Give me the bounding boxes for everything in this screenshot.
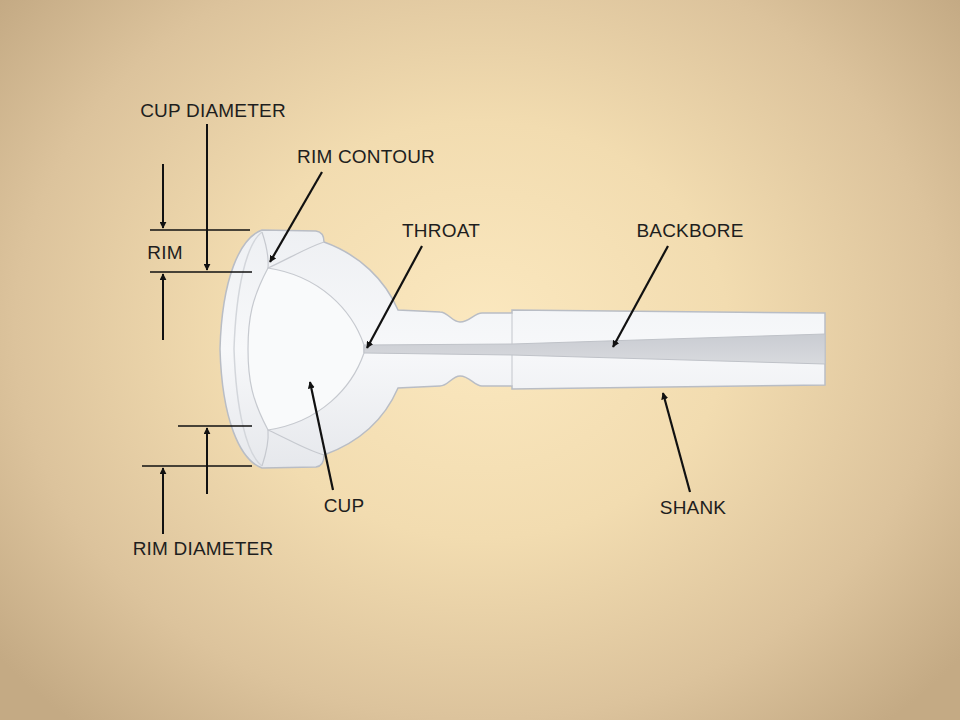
part-label: CUP DIAMETER [140,100,286,121]
part-label: CUP [324,495,365,516]
dimension-arrows [163,124,207,534]
part-label: RIM CONTOUR [297,146,435,167]
cup-interior [248,268,364,430]
label-holder: RIM [147,242,182,264]
part-label: RIM DIAMETER [133,538,274,559]
part-label: SHANK [660,497,726,518]
leader-arrows [270,172,690,492]
label-holder: RIM DIAMETER [133,538,274,560]
rim-contour-line [262,232,324,268]
label-holder: RIM CONTOUR [297,146,435,168]
dimension-lines [142,230,252,466]
label-holder: CUP [324,495,365,517]
label-holder: THROAT [402,220,480,242]
label-holder: BACKBORE [636,220,743,242]
part-label: RIM [147,242,182,263]
backbore [364,334,825,364]
rim-contour-line [262,430,324,466]
part-label: BACKBORE [636,220,743,241]
part-label: THROAT [402,220,480,241]
label-holder: SHANK [660,497,726,519]
mouthpiece-body [220,230,825,468]
label-holder: CUP DIAMETER [140,100,286,122]
